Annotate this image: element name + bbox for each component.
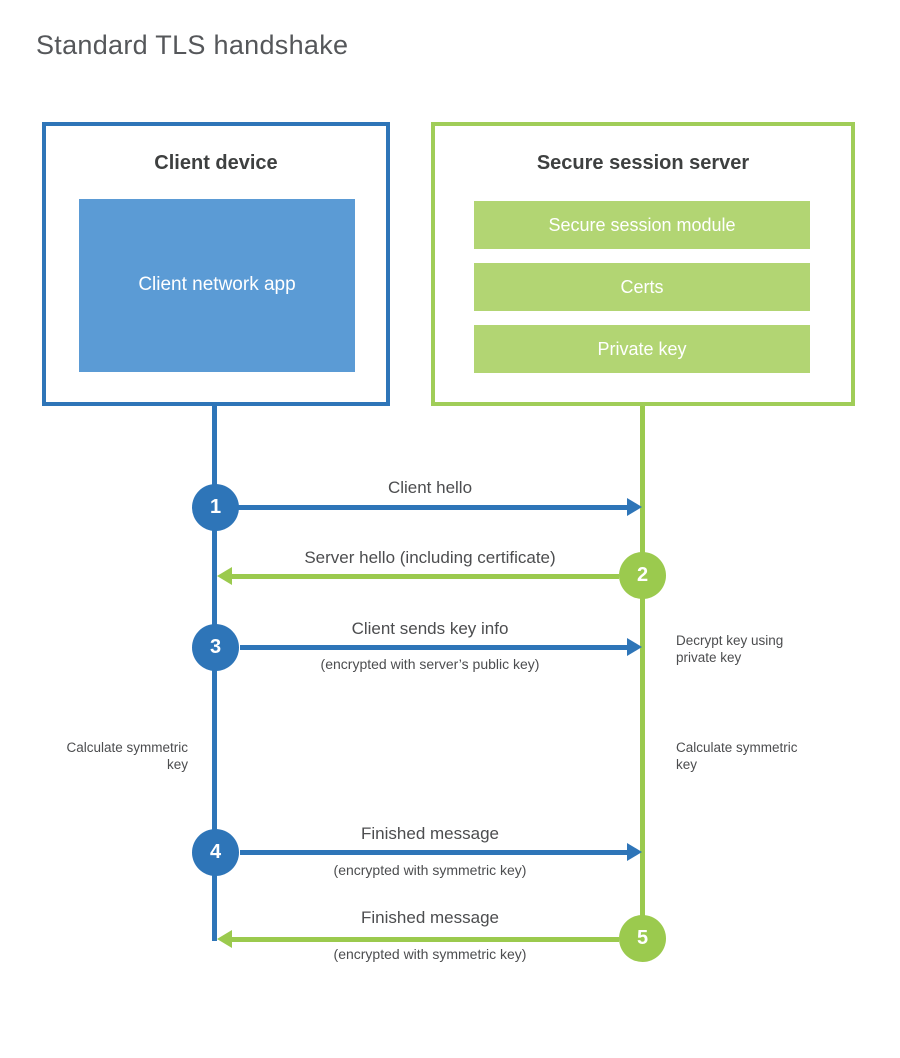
arrow-server-hello xyxy=(217,567,619,585)
message-sublabel-finished-server: (encrypted with symmetric key) xyxy=(333,946,527,962)
step-2-badge: 2 xyxy=(619,552,666,599)
client-lifeline xyxy=(212,406,217,941)
server-module-label: Secure session module xyxy=(548,214,736,235)
client-device-title: Client device xyxy=(154,152,278,174)
arrow-head-right-icon xyxy=(627,843,642,861)
server-module-private-key: Private key xyxy=(474,325,810,373)
message-label-key-info: Client sends key info xyxy=(351,619,509,638)
arrow-shaft xyxy=(230,573,619,579)
arrow-client-hello xyxy=(238,498,642,516)
client-device-box: Client device Client network app xyxy=(42,122,390,406)
note-calculate-symmetric-key-server: Calculate symmetric key xyxy=(676,740,798,772)
client-network-app-box: Client network app xyxy=(79,199,355,372)
step-number: 4 xyxy=(209,841,222,863)
server-module-label: Certs xyxy=(620,276,664,297)
step-4-badge: 4 xyxy=(192,829,239,876)
message-sublabel-key-info: (encrypted with server’s public key) xyxy=(320,656,540,672)
step-number: 2 xyxy=(636,564,649,586)
message-sublabel-finished-client: (encrypted with symmetric key) xyxy=(333,862,527,878)
arrow-shaft xyxy=(240,849,629,855)
step-number: 3 xyxy=(209,636,222,658)
step-1-badge: 1 xyxy=(192,484,239,531)
note-calculate-symmetric-key-client: Calculate symmetric key xyxy=(66,740,188,772)
step-number: 5 xyxy=(636,927,649,949)
note-decrypt-key: Decrypt key using private key xyxy=(676,633,784,665)
step-number: 1 xyxy=(209,496,222,518)
arrow-head-right-icon xyxy=(627,638,642,656)
page-title: Standard TLS handshake xyxy=(36,30,349,60)
secure-session-server-title: Secure session server xyxy=(536,152,750,174)
arrow-head-left-icon xyxy=(217,930,232,948)
arrow-finished-client xyxy=(240,843,642,861)
arrow-head-right-icon xyxy=(627,498,642,516)
server-lifeline xyxy=(640,406,645,938)
secure-session-server-box: Secure session server Secure session mod… xyxy=(431,122,855,406)
message-label-finished-client: Finished message xyxy=(361,824,499,843)
server-module-certs: Certs xyxy=(474,263,810,311)
step-5-badge: 5 xyxy=(619,915,666,962)
message-label-server-hello: Server hello (including certificate) xyxy=(304,548,556,567)
message-label-finished-server: Finished message xyxy=(361,908,499,927)
arrow-shaft xyxy=(238,504,629,510)
client-network-app-label: Client network app xyxy=(138,274,296,296)
arrow-head-left-icon xyxy=(217,567,232,585)
arrow-key-info xyxy=(240,638,642,656)
message-label-client-hello: Client hello xyxy=(387,478,473,497)
server-module-label: Private key xyxy=(597,338,687,359)
arrow-shaft xyxy=(230,936,619,942)
arrow-finished-server xyxy=(217,930,619,948)
arrow-shaft xyxy=(240,644,629,650)
server-module-secure-session: Secure session module xyxy=(474,201,810,249)
step-3-badge: 3 xyxy=(192,624,239,671)
